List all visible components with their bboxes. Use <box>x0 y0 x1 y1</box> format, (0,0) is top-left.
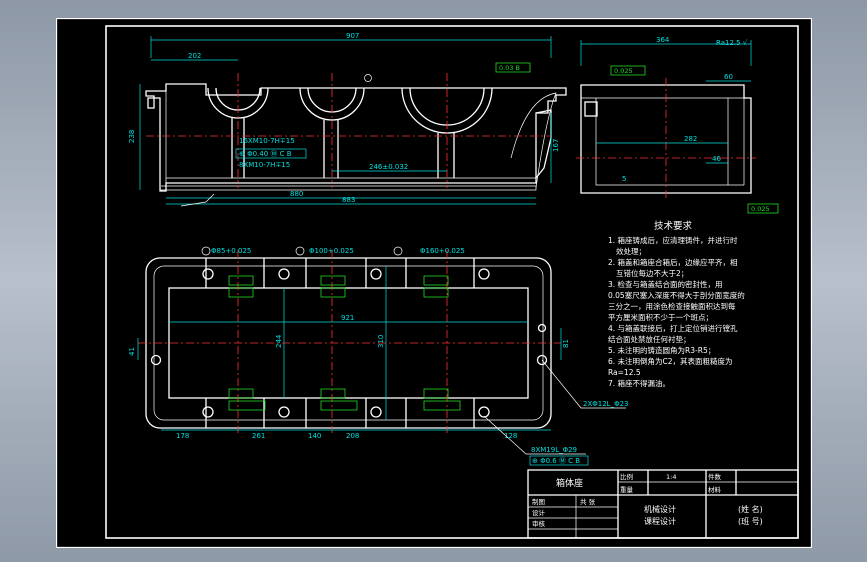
requirement-line: 0.05塞尺塞入深度不得大于剖分面宽度的 <box>608 290 745 300</box>
flatness-side: 0.025 <box>614 67 633 75</box>
flatness-front: 0.03 B <box>499 64 520 72</box>
dim-b5: 128 <box>504 432 517 440</box>
dim-top-left: 41 <box>128 347 136 356</box>
dim-side-depth: 60 <box>724 73 733 81</box>
designed-label: 设计 <box>532 508 546 517</box>
dim-top-length: 921 <box>341 314 354 322</box>
sheet-count: 共 张 <box>580 497 596 506</box>
requirement-line: 1. 箱座铸成后，应清理铸件，并进行时 <box>608 235 738 245</box>
outer-border <box>56 18 812 548</box>
dim-front-d1: 880 <box>290 190 303 198</box>
requirement-line: 6. 未注明倒角为C2，其表面粗糙度为 <box>608 356 733 366</box>
requirement-line: 互错位每边不大于2； <box>616 268 688 278</box>
note-holes-2: 8XM19L_Φ29 <box>531 446 577 454</box>
requirement-line: 4. 与箱盖联接后，打上定位销进行镗孔 <box>608 323 738 333</box>
dim-b4: 208 <box>346 432 359 440</box>
dim-side-h3: 5 <box>622 175 626 183</box>
note-sub-holes: 8XM10-7H∓15 <box>239 161 290 169</box>
requirement-line: Ra=12.5 <box>608 368 641 377</box>
bore-3: Φ160+0.025 <box>420 247 465 255</box>
dim-center-spacing: 246±0.032 <box>369 163 408 171</box>
roughness-note: Ra12.5 √ <box>716 39 748 47</box>
reviewed-label: 审核 <box>532 519 546 528</box>
bore-1: Φ85+0.025 <box>211 247 251 255</box>
title-block: 箱体座 比例 1:4 件数 重量 材料 共 张 制图 设计 审核 机械设计 课程… <box>527 469 799 539</box>
dim-front-left: 202 <box>188 52 201 60</box>
requirement-line: 2. 箱盖和箱座合箱后，边缘应平齐，相 <box>608 257 738 267</box>
note-thread-holes: 16XM10-7H∓15 <box>239 137 295 145</box>
dim-side-width: 364 <box>656 36 670 44</box>
scale-value: 1:4 <box>666 473 676 481</box>
material-label: 材料 <box>708 485 722 494</box>
dim-top-w2: 310 <box>377 335 385 348</box>
inner-frame <box>105 25 799 539</box>
dim-b1: 178 <box>176 432 189 440</box>
bore-2: Φ100+0.025 <box>309 247 354 255</box>
technical-requirements: 技术要求 1. 箱座铸成后，应清理铸件，并进行时 效处理； 2. 箱盖和箱座合箱… <box>608 220 745 388</box>
scale-label: 比例 <box>620 472 633 481</box>
course-line-2: 课程设计 <box>644 516 676 526</box>
front-view: 907 202 238 880 883 246±0.032 167 16XM10… <box>128 32 567 207</box>
dim-front-d2: 883 <box>342 196 355 204</box>
part-name: 箱体座 <box>556 477 583 489</box>
dim-side-h2: 46 <box>712 155 721 163</box>
note-holes-1: 2XΦ12L_Φ23 <box>583 400 628 408</box>
requirement-line: 结合面处禁放任何衬垫； <box>608 334 691 344</box>
requirement-line: 5. 未注明的铸造圆角为R3-R5； <box>608 345 715 355</box>
requirements-title: 技术要求 <box>654 220 693 232</box>
top-view: Φ85+0.025 Φ100+0.025 Φ160+0.025 921 244 … <box>128 246 628 466</box>
note-holes-2-tol: ⊕ Φ0.6 Ⓜ C B <box>532 457 580 465</box>
requirement-line: 7. 箱座不得漏油。 <box>608 378 670 388</box>
class-label: (班 号) <box>738 516 763 526</box>
course-line-1: 机械设计 <box>644 504 676 514</box>
requirement-line: 效处理； <box>616 246 646 256</box>
cad-drawing-canvas: 907 202 238 880 883 246±0.032 167 16XM10… <box>56 18 812 548</box>
requirement-line: 平方厘米面积不少于一个斑点； <box>608 312 713 322</box>
dim-top-side: 81 <box>562 339 570 348</box>
side-view: 364 0.025 60 282 46 5 Ra12.5 √ 0.025 <box>576 36 779 214</box>
dim-b2: 261 <box>252 432 265 440</box>
name-label: (姓 名) <box>738 504 763 514</box>
dim-side-h1: 282 <box>684 135 697 143</box>
tolerance-side: 0.025 <box>751 205 770 213</box>
drawn-label: 制图 <box>532 497 545 506</box>
dim-right-height: 167 <box>552 139 560 152</box>
dim-front-height: 238 <box>128 130 136 143</box>
qty-label: 件数 <box>708 472 722 481</box>
requirement-line: 三分之一，用涂色检查接触面积达到每 <box>608 301 736 311</box>
note-position-tolerance: ⊕ Φ0.40 Ⓜ C B <box>239 150 292 158</box>
weight-label: 重量 <box>620 486 634 494</box>
drawing-sheet: 907 202 238 880 883 246±0.032 167 16XM10… <box>56 18 812 548</box>
dim-front-width: 907 <box>346 32 359 40</box>
dim-b3: 140 <box>308 432 321 440</box>
dim-top-w1: 244 <box>275 334 283 348</box>
requirement-line: 3. 检查与箱盖结合面的密封性，用 <box>608 279 723 289</box>
